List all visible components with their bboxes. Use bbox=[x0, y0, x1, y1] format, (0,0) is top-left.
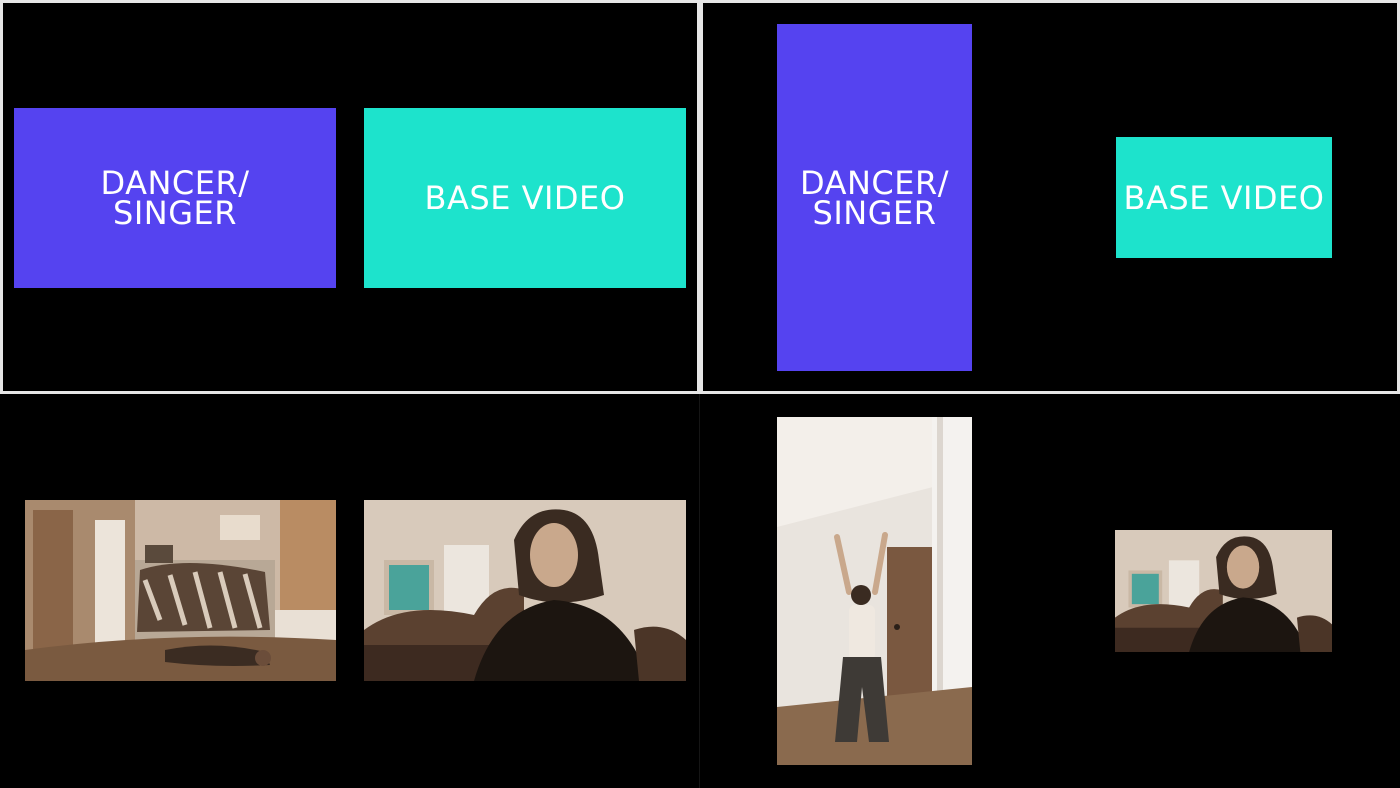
singer-portrait-photo bbox=[1115, 530, 1332, 652]
base-video-block: BASE VIDEO bbox=[364, 108, 686, 288]
singer-portrait-photo bbox=[364, 500, 686, 681]
dancer-singer-label: DANCER/ SINGER bbox=[100, 164, 250, 232]
dancer-standing-photo bbox=[777, 417, 972, 765]
base-video-label: BASE VIDEO bbox=[424, 179, 626, 217]
base-video-block: BASE VIDEO bbox=[1116, 137, 1332, 258]
layout-diagram-portrait: DANCER/ SINGER BASE VIDEO bbox=[700, 0, 1400, 394]
dancer-singer-label: DANCER/ SINGER bbox=[800, 163, 949, 232]
base-video-label: BASE VIDEO bbox=[1123, 178, 1325, 217]
example-portrait bbox=[700, 394, 1400, 788]
dancer-singer-block: DANCER/ SINGER bbox=[14, 108, 336, 288]
dancer-singer-block: DANCER/ SINGER bbox=[777, 24, 972, 371]
base-video-frame bbox=[364, 500, 686, 681]
layout-diagram-landscape: DANCER/ SINGER BASE VIDEO bbox=[0, 0, 700, 394]
dancer-lying-photo bbox=[25, 500, 336, 681]
dancer-video-frame bbox=[25, 500, 336, 681]
example-landscape bbox=[0, 394, 700, 788]
dancer-video-frame bbox=[777, 417, 972, 765]
base-video-frame bbox=[1115, 530, 1332, 652]
